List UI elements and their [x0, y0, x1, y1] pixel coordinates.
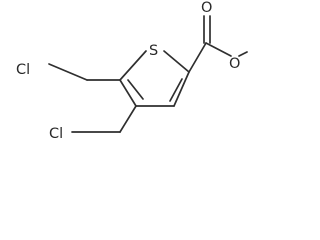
bond-c2-c3 — [173, 71, 190, 107]
chlorine-bottom-label: Cl — [49, 126, 63, 142]
ester-oxygen-label: O — [229, 56, 240, 72]
bond-c4-ch2-bottom — [119, 105, 137, 133]
sulfur-atom-label: S — [149, 43, 158, 59]
bond-s-c5 — [119, 50, 147, 81]
carbonyl-oxygen-label: O — [201, 0, 212, 16]
bond-c2-carbonyl-carbon — [188, 42, 207, 73]
bond-c2-c3-inner — [169, 78, 183, 102]
bond-s-c2 — [163, 50, 190, 73]
bond-c4-c5-inner — [127, 79, 144, 100]
bond-ester-oxygen-methyl — [238, 51, 248, 57]
bond-ch2-top-cl — [48, 63, 88, 81]
chemical-structure-canvas: S O O Cl Cl — [16, 0, 248, 142]
bond-carbonyl-ester-oxygen — [205, 42, 232, 57]
bond-c4-c5 — [119, 79, 137, 107]
molecule-diagram: S O O Cl Cl — [16, 0, 248, 142]
chlorine-top-label: Cl — [16, 62, 30, 78]
